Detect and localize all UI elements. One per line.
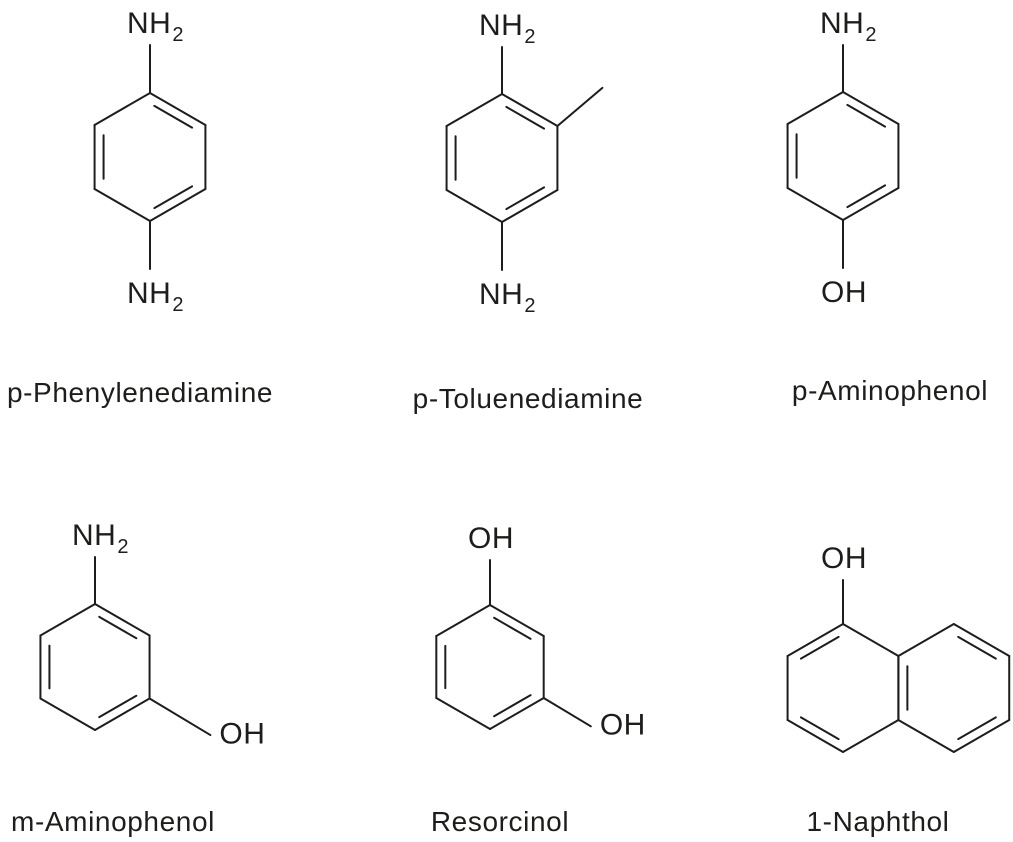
substituent-bond bbox=[542, 697, 592, 728]
substituent-label-oh: OH bbox=[219, 717, 266, 751]
formula-subscript: 2 bbox=[524, 295, 536, 317]
molecule-name-p-aminophenol: p-Aminophenol bbox=[791, 375, 989, 406]
double-bond-inner bbox=[98, 615, 138, 640]
bond bbox=[786, 91, 844, 125]
structure-p-aminophenol bbox=[786, 44, 900, 269]
bond bbox=[842, 91, 900, 125]
formula-text: NH bbox=[479, 9, 524, 42]
bond bbox=[445, 189, 503, 223]
double-bond-inner bbox=[98, 694, 138, 719]
formula-subscript: 2 bbox=[865, 24, 877, 46]
molecule-name-resorcinol: Resorcinol bbox=[430, 806, 570, 837]
double-bond-inner bbox=[799, 635, 840, 660]
bond bbox=[786, 187, 844, 221]
formula-text: OH bbox=[468, 522, 514, 555]
substituent-label-nh2: NH2 bbox=[127, 277, 183, 316]
bond bbox=[786, 719, 844, 753]
structure-p-phenylenediamine bbox=[93, 44, 207, 270]
substituent-label-nh2: NH2 bbox=[479, 278, 535, 317]
molecule-name-p-phenylenediamine: p-Phenylenediamine bbox=[6, 377, 274, 408]
structure-resorcinol bbox=[435, 559, 592, 730]
bond bbox=[445, 93, 503, 127]
bond bbox=[149, 188, 207, 222]
bond bbox=[501, 93, 559, 127]
bond bbox=[786, 623, 844, 657]
double-bond-inner bbox=[505, 186, 546, 211]
bond bbox=[149, 92, 207, 126]
structure-m-aminophenol bbox=[39, 556, 212, 737]
formula-text: OH bbox=[821, 542, 867, 575]
substituent-bond bbox=[556, 86, 604, 127]
formula-text: OH bbox=[599, 708, 646, 742]
bond bbox=[501, 189, 559, 223]
substituent-label-oh: OH bbox=[821, 544, 867, 574]
bond bbox=[94, 603, 151, 637]
double-bond-inner bbox=[957, 716, 997, 741]
substituent-label-nh2: NH2 bbox=[127, 7, 183, 46]
formula-subscript: 2 bbox=[172, 24, 184, 46]
substituent-label-oh: OH bbox=[599, 708, 646, 742]
formula-subscript: 2 bbox=[117, 536, 129, 558]
formula-text: NH bbox=[127, 7, 172, 40]
double-bond-inner bbox=[153, 185, 194, 210]
molecule-name-p-toluenediamine: p-Toluenediamine bbox=[412, 383, 644, 414]
double-bond-inner bbox=[957, 635, 997, 660]
bond bbox=[489, 697, 545, 730]
bond bbox=[93, 188, 151, 222]
bond bbox=[435, 604, 491, 637]
molecule-name-m-aminophenol: m-Aminophenol bbox=[11, 806, 215, 837]
bond bbox=[842, 623, 900, 657]
substituent-label-nh2: NH2 bbox=[820, 7, 876, 46]
formula-text: OH bbox=[821, 276, 867, 309]
formula-text: OH bbox=[219, 717, 266, 751]
double-bond-inner bbox=[846, 184, 887, 209]
substituent-label-oh: OH bbox=[821, 278, 867, 308]
formula-text: NH bbox=[479, 278, 524, 311]
structure-p-toluenediamine bbox=[445, 46, 604, 271]
double-bond-inner bbox=[505, 105, 546, 130]
bond bbox=[842, 187, 900, 221]
double-bond-inner bbox=[493, 616, 532, 640]
bond bbox=[489, 604, 545, 637]
substituent-label-oh: OH bbox=[468, 524, 514, 554]
double-bond-inner bbox=[799, 716, 840, 741]
double-bond-inner bbox=[493, 694, 532, 718]
formula-text: NH bbox=[127, 277, 172, 310]
bond bbox=[93, 92, 151, 126]
substituent-label-nh2: NH2 bbox=[72, 519, 128, 558]
bond bbox=[842, 719, 900, 753]
substituent-bond bbox=[148, 697, 212, 737]
bond bbox=[897, 719, 955, 753]
formula-subscript: 2 bbox=[172, 294, 184, 316]
double-bond-inner bbox=[153, 104, 194, 129]
bond bbox=[94, 697, 151, 731]
bond bbox=[952, 623, 1011, 657]
molecule-name-1-naphthol: 1-Naphthol bbox=[806, 806, 950, 837]
bond bbox=[39, 697, 96, 731]
substituent-label-nh2: NH2 bbox=[479, 9, 535, 48]
formula-subscript: 2 bbox=[524, 26, 536, 48]
bond bbox=[39, 603, 96, 637]
bond bbox=[897, 623, 955, 657]
bond bbox=[435, 697, 491, 730]
formula-text: NH bbox=[72, 519, 117, 552]
structure-1-naphthol bbox=[786, 579, 1011, 753]
bond bbox=[952, 719, 1011, 753]
formula-text: NH bbox=[820, 7, 865, 40]
double-bond-inner bbox=[846, 103, 887, 128]
